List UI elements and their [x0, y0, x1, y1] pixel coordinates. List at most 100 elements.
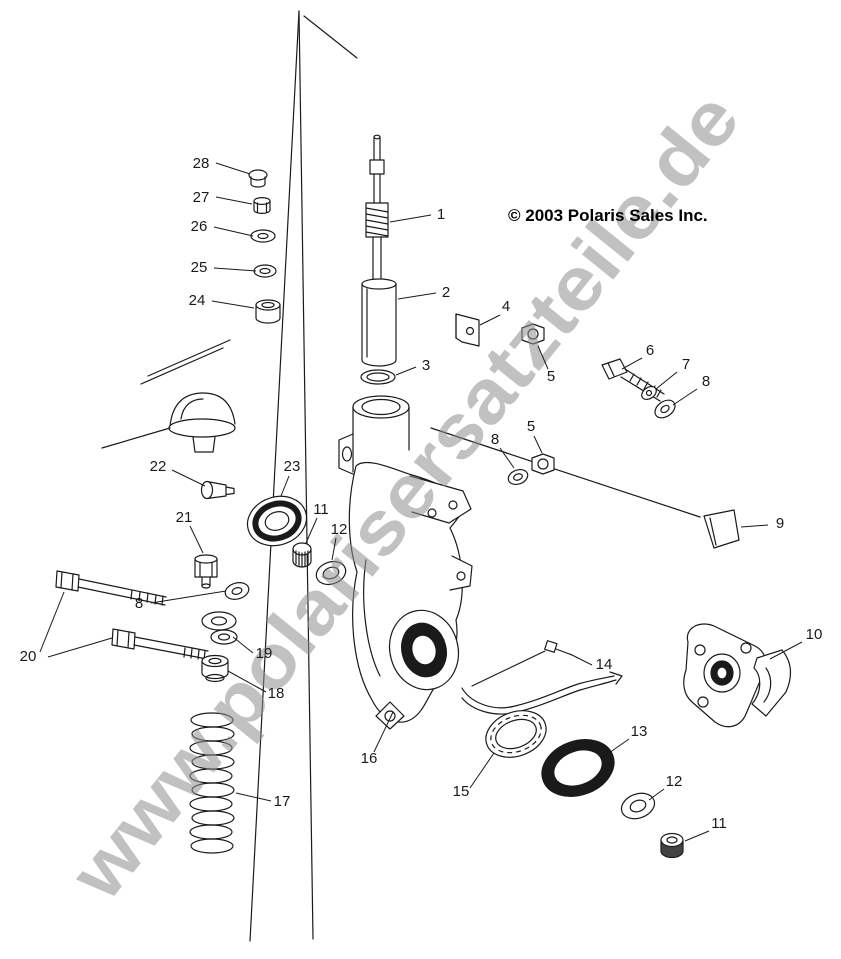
callout-14-31: 14: [596, 656, 613, 673]
part-16-knuckle: [348, 461, 473, 730]
callout-6-10: 6: [646, 342, 654, 359]
callout-1-5: 1: [437, 206, 445, 223]
part-15-seal: [485, 710, 547, 758]
part-7-washer: [641, 385, 657, 401]
leader-line-26: [213, 226, 254, 237]
leader-line-8: [150, 590, 227, 604]
callout-7-11: 7: [682, 356, 690, 373]
callout-25-3: 25: [191, 259, 208, 276]
callout-5-13: 5: [527, 418, 535, 435]
callout-12-29: 12: [666, 773, 683, 790]
callout-8-14: 8: [491, 431, 499, 448]
leader-line-19: [232, 636, 254, 654]
leader-line-17: [235, 792, 272, 802]
callout-17-25: 17: [274, 793, 291, 810]
leader-line-20: [39, 591, 65, 653]
callout-20-22: 20: [20, 648, 37, 665]
leader-line-1: [389, 214, 432, 223]
part-17-spring: [189, 712, 235, 854]
callout-28-0: 28: [193, 155, 210, 172]
part-6-bolt: [601, 358, 665, 402]
callout-3-7: 3: [422, 357, 430, 374]
leader-line-14: [569, 653, 593, 666]
part-18-flanged-nut: [201, 654, 229, 683]
leader-line-8: [499, 447, 515, 469]
callout-8-12: 8: [702, 373, 710, 390]
callout-19-23: 19: [256, 645, 273, 662]
leader-line-8: [672, 388, 698, 406]
leader-line-13: [608, 738, 630, 754]
leader-line-2: [397, 292, 437, 300]
leader-line-15: [469, 752, 495, 789]
leader-line-3: [395, 366, 417, 376]
watermark-text: www.polarisersatzteile.de: [54, 77, 756, 916]
part-28-cap: [248, 169, 268, 188]
part-21-stud-nut: [194, 554, 218, 589]
part-20-bolts: [55, 570, 209, 661]
part-8-washer-left: [224, 582, 250, 600]
leader-line-5: [533, 435, 543, 454]
leader-line-27: [215, 196, 253, 205]
leader-line-25: [213, 267, 257, 272]
leader-line-12: [331, 537, 337, 561]
part-tie-rod-end: [101, 339, 236, 453]
leader-line-9: [740, 524, 769, 528]
callout-11-18: 11: [313, 501, 329, 518]
leader-line-5: [537, 345, 549, 370]
part-2-strut-body: [361, 278, 397, 367]
page-fold-lines: [249, 10, 358, 942]
part-13-retainer-ring: [541, 739, 615, 797]
part-8-washer-right: [654, 399, 676, 419]
part-19-washers: [201, 611, 238, 645]
leader-line-28: [215, 162, 251, 175]
callout-5-9: 5: [547, 368, 555, 385]
part-27-locknut: [253, 197, 271, 214]
part-8-washer-mid: [507, 468, 529, 486]
part-24-bushing: [255, 299, 281, 324]
part-14-bolt: [471, 640, 573, 687]
part-25-washer: [253, 264, 277, 278]
part-12-ring-upper: [315, 560, 347, 586]
leader-line-20: [47, 637, 113, 658]
leader-line-11: [305, 517, 318, 544]
leader-line-18: [227, 670, 267, 693]
leader-line-16: [373, 711, 394, 753]
callout-2-6: 2: [442, 284, 450, 301]
part-10-caliper: [683, 623, 792, 728]
part-11-bushing-upper: [292, 542, 312, 568]
part-9-wedge: [430, 427, 740, 549]
callout-27-1: 27: [193, 189, 210, 206]
callout-13-28: 13: [631, 723, 648, 740]
leader-line-10: [769, 641, 803, 660]
leader-line-12: [648, 788, 665, 801]
leader-line-6: [621, 357, 643, 370]
callout-18-24: 18: [268, 685, 285, 702]
leader-line-24: [211, 300, 255, 309]
leader-lines: [39, 162, 803, 842]
part-23-bearing: [246, 495, 308, 547]
callout-22-16: 22: [150, 458, 167, 475]
part-1-strut-shaft: [365, 134, 389, 283]
leader-line-7: [655, 371, 678, 390]
callout-24-4: 24: [189, 292, 206, 309]
part-5-nut-upper: [521, 323, 545, 345]
callout-4-8: 4: [502, 298, 510, 315]
leader-line-22: [171, 469, 206, 487]
part-11-nut-lower: [660, 832, 684, 859]
part-4-bracket: [455, 313, 480, 347]
leader-line-4: [479, 314, 501, 326]
callout-10-32: 10: [806, 626, 823, 643]
leader-line-21: [189, 525, 204, 554]
copyright-text: © 2003 Polaris Sales Inc.: [508, 206, 708, 225]
callout-8-21: 8: [135, 595, 143, 612]
callout-15-27: 15: [453, 783, 470, 800]
callout-23-17: 23: [284, 458, 301, 475]
callout-21-20: 21: [176, 509, 193, 526]
callout-26-2: 26: [191, 218, 208, 235]
part-brake-line: [461, 671, 623, 715]
callout-11-30: 11: [711, 815, 727, 832]
callout-9-15: 9: [776, 515, 784, 532]
part-strut-housing: [338, 395, 410, 476]
